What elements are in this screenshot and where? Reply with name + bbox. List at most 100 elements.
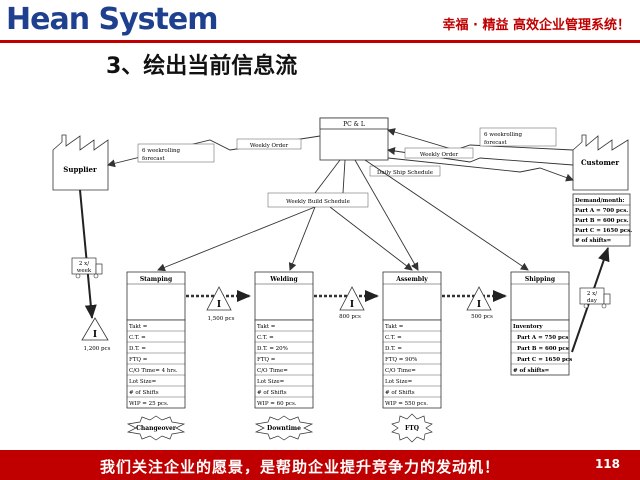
svg-text:Part B = 600 pcs: Part B = 600 pcs — [517, 346, 569, 352]
process-box-shipping: Shipping — [510, 271, 570, 321]
svg-text:D.T. = 20%: D.T. = 20% — [257, 346, 288, 352]
svg-text:6 weekrolling: 6 weekrolling — [484, 132, 523, 138]
data-box-assembly: Takt = C.T. = D.T. = FTQ = 90% C/O Time=… — [382, 319, 442, 409]
customer-box-row: Demand/month: — [575, 198, 625, 204]
svg-text:Downtime: Downtime — [267, 425, 301, 432]
data-box-shipping: Inventory Part A = 750 pcs Part B = 600 … — [510, 319, 572, 376]
slide-title: 3、绘出当前信息流 — [106, 54, 298, 79]
header-slogan: 幸福 · 精益 高效企业管理系统！ — [442, 18, 630, 33]
svg-text:C/O Time=: C/O Time= — [385, 368, 416, 374]
data-box-stamping: Takt = C.T. = D.T. = FTQ = C/O Time= 4 h… — [126, 319, 186, 409]
customer-data-box: Demand/month: Part A = 700 pcs. Part B =… — [572, 193, 632, 247]
pcl-label: PC & L — [343, 121, 365, 128]
header: Hean System 幸福 · 精益 高效企业管理系统！ — [0, 0, 640, 42]
svg-text:C.T. =: C.T. = — [257, 335, 274, 341]
customer-box-row: # of shifts= — [575, 238, 612, 244]
pcl-box: PC & L — [319, 117, 389, 161]
svg-text:C.T. =: C.T. = — [129, 335, 146, 341]
svg-text:forecast: forecast — [142, 156, 165, 162]
svg-text:6 weekrolling: 6 weekrolling — [142, 148, 181, 154]
kaizen-burst-downtime: Downtime — [254, 415, 314, 441]
svg-text:Stamping: Stamping — [140, 276, 173, 283]
svg-text:2 x/: 2 x/ — [79, 261, 89, 267]
schedule-to-shipping — [364, 159, 529, 271]
process-box-welding: Welding — [254, 271, 314, 321]
svg-text:WIP = 60 pcs.: WIP = 60 pcs. — [257, 401, 297, 407]
svg-text:I: I — [93, 330, 97, 340]
svg-text:I: I — [217, 300, 221, 310]
svg-text:C/O Time= 4 hrs.: C/O Time= 4 hrs. — [129, 368, 178, 374]
svg-text:Takt =: Takt = — [129, 324, 148, 330]
weekly-order-label-left: Weekly Order — [236, 138, 302, 150]
svg-text:Lot Size=: Lot Size= — [257, 379, 285, 385]
header-divider — [0, 40, 640, 43]
svg-text:C/O Time=: C/O Time= — [257, 368, 288, 374]
svg-text:# of shifts=: # of shifts= — [513, 368, 550, 374]
daily-ship-flow — [387, 157, 574, 182]
customer-box-row: Part B = 600 pcs. — [575, 218, 629, 224]
svg-text:WIP = 25 pcs.: WIP = 25 pcs. — [129, 401, 169, 407]
svg-text:D.T. =: D.T. = — [385, 346, 402, 352]
svg-text:WIP = 550 pcs.: WIP = 550 pcs. — [385, 401, 428, 407]
svg-text:Takt =: Takt = — [257, 324, 276, 330]
footer-bar — [0, 450, 640, 480]
weekly-build-label: Weekly Build Schedule — [267, 192, 369, 208]
data-box-welding: Takt = C.T. = D.T. = 20% FTQ = C/O Time=… — [254, 319, 314, 409]
footer-text: 我们关注企业的愿景，是帮助企业提升竞争力的发动机！ — [100, 458, 501, 476]
weekly-order-label-right: Weekly Order — [404, 147, 474, 159]
svg-text:500 pcs: 500 pcs — [471, 314, 493, 320]
process-box-stamping: Stamping — [126, 271, 186, 321]
svg-text:I: I — [350, 300, 354, 310]
supplier-factory: Supplier — [52, 134, 109, 191]
company-logo: Hean System — [6, 2, 218, 37]
forecast-label-right: 6 weekrolling forecast — [479, 127, 557, 147]
svg-text:FTQ =: FTQ = — [129, 357, 148, 363]
svg-text:Weekly Build Schedule: Weekly Build Schedule — [286, 199, 350, 205]
svg-text:Inventory: Inventory — [513, 324, 543, 330]
kaizen-burst-changeover: Changeover — [126, 415, 186, 441]
svg-text:2 x/: 2 x/ — [587, 291, 597, 297]
svg-text:# of Shifts: # of Shifts — [257, 390, 287, 396]
svg-text:Takt =: Takt = — [385, 324, 404, 330]
svg-text:FTQ = 90%: FTQ = 90% — [385, 357, 417, 363]
forecast-label-left: 6 weekrolling forecast — [137, 143, 215, 163]
schedule-to-stamping — [157, 206, 316, 272]
svg-text:C.T. =: C.T. = — [385, 335, 402, 341]
forecast-flow-right — [387, 128, 574, 151]
svg-text:Welding: Welding — [269, 276, 298, 283]
page-number: 118 — [594, 457, 620, 471]
svg-text:FTQ =: FTQ = — [257, 357, 276, 363]
truck-left: 2 x/ week — [71, 257, 103, 279]
customer-label: Customer — [581, 158, 619, 167]
svg-text:Assembly: Assembly — [395, 276, 428, 283]
supplier-label: Supplier — [63, 165, 97, 174]
customer-box-row: Part A = 700 pcs. — [575, 208, 628, 214]
svg-text:800 pcs: 800 pcs — [339, 314, 361, 320]
svg-text:Lot Size=: Lot Size= — [385, 379, 413, 385]
svg-text:Shipping: Shipping — [525, 276, 556, 283]
svg-text:1,200 pcs: 1,200 pcs — [84, 346, 111, 352]
svg-text:FTQ: FTQ — [405, 425, 419, 432]
inventory-triangle-3: I 500 pcs — [466, 286, 493, 320]
svg-text:week: week — [77, 268, 92, 274]
svg-text:I: I — [477, 300, 481, 310]
svg-text:Changeover: Changeover — [136, 425, 177, 432]
inventory-triangle-1: I 1,500 pcs — [206, 286, 235, 322]
svg-text:Weekly Order: Weekly Order — [250, 143, 289, 149]
svg-text:Weekly Order: Weekly Order — [420, 152, 459, 158]
inventory-triangle-2: I 800 pcs — [339, 286, 365, 320]
svg-text:# of Shifts: # of Shifts — [129, 390, 159, 396]
svg-text:Part C = 1650 pcs: Part C = 1650 pcs — [517, 357, 572, 363]
svg-text:Lot Size=: Lot Size= — [129, 379, 157, 385]
kaizen-burst-ftq: FTQ — [391, 413, 433, 443]
svg-text:1,500 pcs: 1,500 pcs — [208, 316, 235, 322]
svg-text:forecast: forecast — [484, 140, 507, 146]
customer-factory: Customer — [572, 134, 629, 191]
daily-ship-label: Daily Ship Schedule — [369, 165, 441, 177]
schedule-to-welding — [288, 206, 316, 271]
svg-text:Part A = 750 pcs: Part A = 750 pcs — [517, 335, 568, 341]
customer-box-row: Part C = 1650 pcs. — [575, 228, 632, 234]
supplier-shipment-arrow — [79, 189, 97, 319]
inventory-triangle-supplier: I 1,200 pcs — [81, 317, 111, 352]
